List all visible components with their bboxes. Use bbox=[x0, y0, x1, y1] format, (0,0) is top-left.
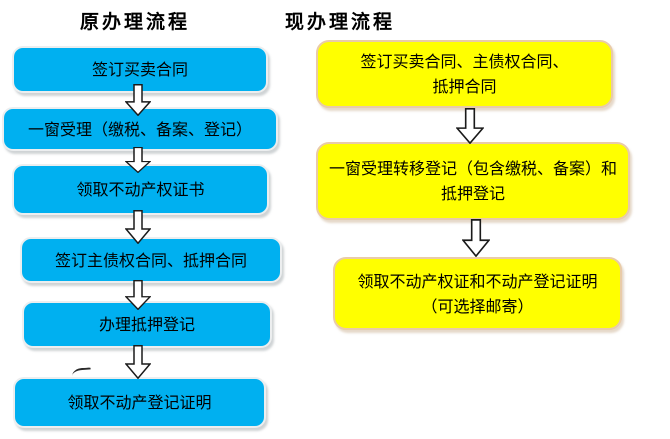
stray-artifact-mark bbox=[71, 367, 92, 377]
left-flow-title: 原办理流程 bbox=[79, 11, 190, 33]
flow-step-label: 签订主债权合同、抵押合同 bbox=[54, 250, 247, 270]
flow-step-label: 领取不动产权证书 bbox=[76, 180, 205, 199]
down-arrow-icon bbox=[125, 84, 151, 116]
down-arrow-icon bbox=[125, 345, 151, 379]
flow-step-get-certificates-mail-option: 领取不动产权证和不动产登记证明 （可选择邮寄） bbox=[333, 257, 622, 330]
flow-step-label-line: 签订买卖合同、主债权合同、 bbox=[360, 52, 569, 71]
right-flow-title: 现办理流程 bbox=[284, 11, 395, 33]
flow-step-label-line: （可选择邮寄） bbox=[421, 296, 534, 316]
down-arrow-icon bbox=[462, 219, 490, 257]
down-arrow-icon bbox=[125, 147, 151, 173]
down-arrow-icon bbox=[125, 210, 151, 244]
flow-step-get-registration-certificate: 领取不动产登记证明 bbox=[13, 377, 266, 428]
flow-step-label-line: 领取不动产权证和不动产登记证明 bbox=[357, 271, 598, 291]
flow-step-label-line: 抵押合同 bbox=[432, 77, 497, 96]
flow-step-sign-all-contracts: 签订买卖合同、主债权合同、 抵押合同 bbox=[316, 40, 613, 108]
flow-step-get-property-certificate: 领取不动产权证书 bbox=[12, 164, 269, 215]
flow-step-handle-mortgage-registration: 办理抵押登记 bbox=[22, 301, 272, 348]
down-arrow-icon bbox=[456, 108, 484, 144]
flow-step-one-window-transfer-mortgage: 一窗受理转移登记（包含缴税、备案）和 抵押登记 bbox=[316, 142, 630, 220]
flow-step-sign-debt-mortgage-contract: 签订主债权合同、抵押合同 bbox=[20, 237, 282, 283]
flow-step-label: 领取不动产登记证明 bbox=[67, 393, 212, 412]
flow-step-label-line: 一窗受理转移登记（包含缴税、备案）和 bbox=[328, 159, 617, 178]
flow-step-label: 签订买卖合同 bbox=[91, 60, 188, 79]
flow-step-label: 一窗受理（缴税、备案、登记） bbox=[27, 119, 252, 139]
flow-step-label-line: 抵押登记 bbox=[440, 184, 505, 203]
down-arrow-icon bbox=[125, 280, 151, 310]
flow-step-label: 办理抵押登记 bbox=[98, 315, 195, 334]
